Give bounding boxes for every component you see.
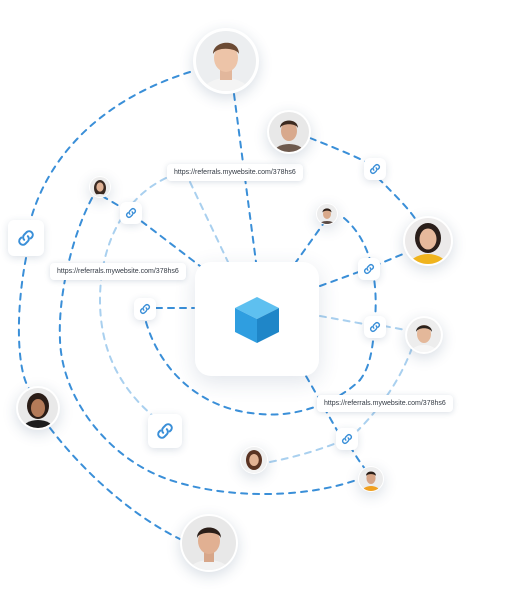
person-avatar-image [317,204,337,224]
avatar[interactable] [16,386,60,430]
person-avatar-image [18,388,58,428]
person-avatar-image [90,177,110,197]
person-avatar-image [405,218,451,264]
outer-arc-line [17,257,33,393]
link-icon [342,434,352,444]
light-arc-line [349,347,413,439]
avatar[interactable] [267,110,311,154]
arc-line [377,177,417,221]
link-chip[interactable] [364,316,386,338]
inner-arc-line [343,217,377,381]
link-chip[interactable] [364,158,386,180]
person-avatar-image [407,318,441,352]
link-icon [370,322,380,332]
avatar[interactable] [180,514,238,572]
link-chip[interactable] [336,428,358,450]
spoke-line [131,213,201,267]
outer-arc-line [25,71,191,241]
cube-icon [235,297,279,343]
spoke-line [189,181,229,263]
referral-url-pill[interactable]: https://referrals.mywebsite.com/378hs6 [317,395,453,412]
avatar[interactable] [405,316,443,354]
avatar[interactable] [316,203,338,225]
spoke-line [383,325,407,331]
avatar[interactable] [403,216,453,266]
spoke-line [305,375,339,433]
light-arc-line [98,177,167,421]
referral-url-pill[interactable]: https://referrals.mywebsite.com/378hs6 [50,263,186,280]
link-chip[interactable] [358,258,380,280]
spoke-line [295,219,327,263]
avatar[interactable] [358,466,384,492]
person-avatar-image [182,516,236,570]
person-avatar-image [196,31,256,91]
link-icon [140,304,150,314]
outer-arc-line [49,427,183,541]
avatar[interactable] [240,446,268,474]
spoke-line [319,315,365,325]
spoke-line [319,269,365,287]
link-icon [157,423,173,439]
avatar[interactable] [89,176,111,198]
link-chip[interactable] [134,298,156,320]
link-icon [370,164,380,174]
central-hub [195,262,319,376]
link-icon [126,208,136,218]
link-chip[interactable] [148,414,182,448]
person-avatar-image [241,447,267,473]
link-chip[interactable] [8,220,44,256]
link-chip[interactable] [120,202,142,224]
link-icon [364,264,374,274]
person-avatar-image [269,112,309,152]
avatar[interactable] [193,28,259,94]
person-avatar-image [359,467,383,491]
referral-url-pill[interactable]: https://referrals.mywebsite.com/378hs6 [167,164,303,181]
link-icon [18,230,34,246]
light-arc-line [269,439,345,463]
